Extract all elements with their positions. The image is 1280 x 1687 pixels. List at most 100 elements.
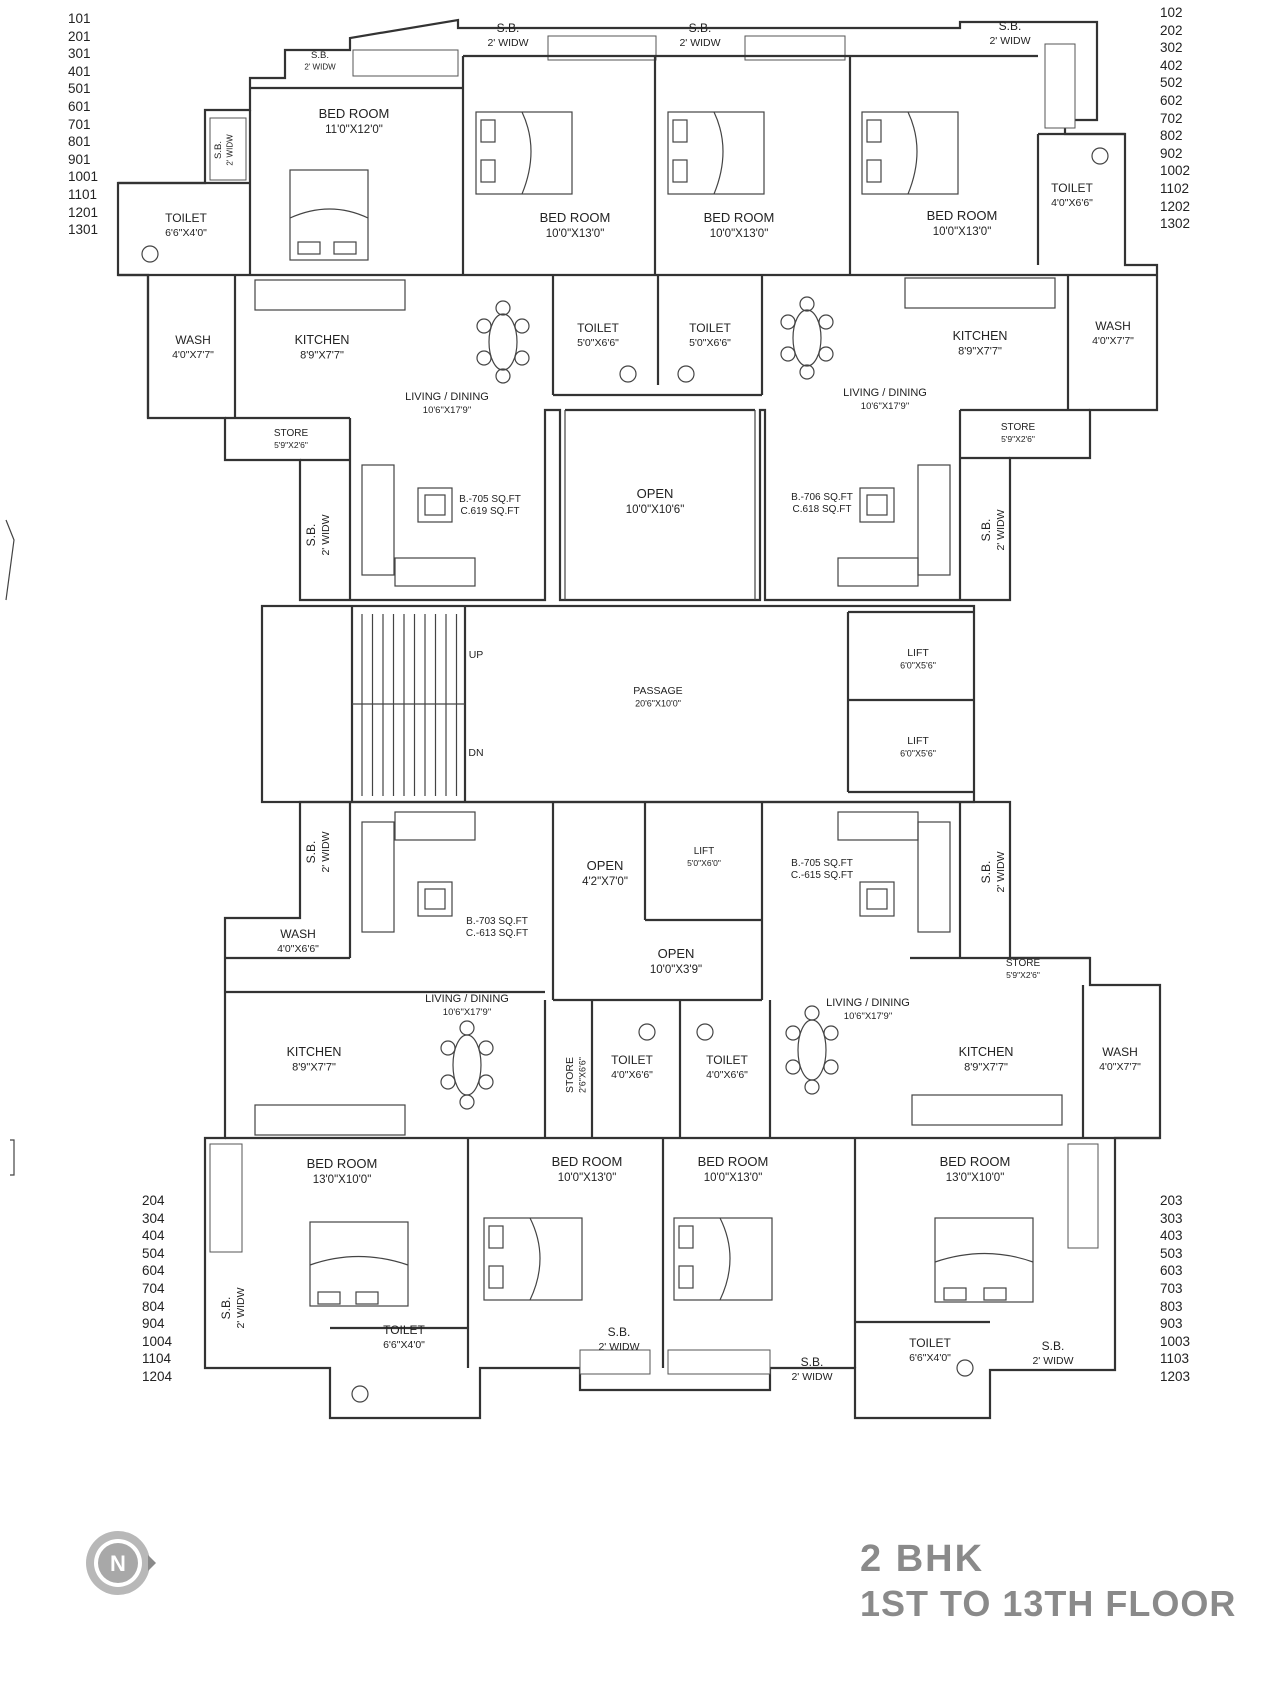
room-label: 4'0"X6'6" [706, 1069, 748, 1081]
wc-icon [638, 1023, 656, 1041]
sofa-icon [837, 464, 951, 587]
bed-icon [289, 169, 369, 261]
bed-icon [475, 111, 573, 195]
unit-number: 1201 [68, 204, 99, 220]
wc-icon [956, 1359, 974, 1377]
room-label: S.B. [979, 861, 993, 884]
area-label: B.-703 SQ.FT [466, 916, 528, 927]
unit-number: 604 [142, 1263, 165, 1279]
room-label: BED ROOM [540, 210, 611, 225]
wc-icon [619, 365, 637, 383]
room-label: 10'6"X17'9" [844, 1011, 892, 1022]
unit-number: 402 [1160, 57, 1183, 73]
unit-number: 203 [1160, 1193, 1183, 1208]
unit-number: 802 [1160, 128, 1183, 144]
unit-number: 1002 [1160, 163, 1191, 179]
room-label: 10'0"X13'0" [558, 1172, 617, 1184]
unit-number: 1003 [1160, 1333, 1191, 1349]
unit-number: 1004 [142, 1333, 173, 1349]
room-label: 2' WIDW [320, 831, 332, 872]
unit-number: 303 [1160, 1210, 1183, 1226]
unit-number: 701 [68, 116, 91, 132]
room-label: KITCHEN [287, 1045, 342, 1059]
unit-number: 703 [1160, 1280, 1183, 1296]
room-label: OPEN [658, 946, 695, 961]
room-label: TOILET [165, 211, 207, 225]
room-label: 6'6"X4'0" [909, 1352, 951, 1364]
room-label: 10'6"X17'9" [423, 405, 471, 416]
room-label: 10'0"X10'6" [626, 504, 685, 516]
room-label: LIVING / DINING [425, 993, 509, 1005]
unit-number: 801 [68, 134, 91, 150]
top-wing-walls [116, 18, 1159, 602]
edge-mark [10, 1139, 15, 1176]
room-label: 2' WIDW [487, 37, 528, 49]
room-label: S.B. [801, 1355, 824, 1369]
bottom-wing-walls [203, 800, 1162, 1420]
room-label: TOILET [611, 1053, 653, 1067]
room-label: LIVING / DINING [405, 391, 489, 403]
unit-number: 904 [142, 1316, 165, 1332]
unit-number: 404 [142, 1228, 165, 1244]
room-label: STORE [1006, 958, 1041, 969]
unit-number: 204 [142, 1193, 165, 1208]
unit-number: 702 [1160, 110, 1183, 126]
room-label: 8'9"X7'7" [964, 1062, 1008, 1074]
room-label: KITCHEN [959, 1045, 1014, 1059]
bed-icon [934, 1217, 1034, 1303]
room-label: 5'9"X2'6" [1001, 434, 1035, 444]
unit-number: 1203 [1160, 1368, 1191, 1384]
room-label: 2' WIDW [791, 1371, 832, 1383]
room-label: 5'9"X2'6" [1006, 970, 1040, 980]
room-label: BED ROOM [927, 208, 998, 223]
unit-number: 704 [142, 1280, 165, 1296]
room-label: 10'6"X17'9" [861, 401, 909, 412]
room-label: 5'0"X6'0" [687, 858, 721, 868]
unit-number: 504 [142, 1245, 165, 1261]
edge-mark [5, 519, 15, 601]
furniture [141, 111, 1109, 1403]
room-label: 2' WIDW [995, 509, 1007, 550]
unit-number: 803 [1160, 1298, 1183, 1314]
stair-label: DN [468, 747, 483, 759]
room-label: OPEN [587, 858, 624, 873]
room-label: 4'0"X6'6" [1051, 197, 1093, 209]
unit-number: 301 [68, 46, 91, 62]
room-label: S.B. [219, 1297, 233, 1320]
room-label: BED ROOM [698, 1154, 769, 1169]
area-label: B.-705 SQ.FT [459, 494, 521, 505]
room-label: WASH [1095, 319, 1131, 333]
unit-number: 501 [68, 81, 91, 97]
room-label: BED ROOM [704, 210, 775, 225]
area-label: C.618 SQ.FT [793, 504, 852, 515]
room-label: 6'6"X4'0" [165, 227, 207, 239]
room-label: WASH [175, 333, 211, 347]
unit-number: 502 [1160, 75, 1183, 91]
unit-number: 101 [68, 11, 91, 26]
title-line1: 2 BHK [860, 1538, 985, 1580]
room-label: LIFT [694, 846, 715, 857]
room-label: TOILET [577, 321, 619, 335]
room-label: 5'0"X6'6" [689, 337, 731, 349]
room-label: 20'6"X10'0" [635, 699, 681, 709]
unit-number: 1104 [142, 1351, 172, 1367]
room-label: STORE [1001, 422, 1036, 433]
room-label: 8'9"X7'7" [300, 350, 344, 362]
area-label: B.-705 SQ.FT [791, 858, 853, 869]
room-label: S.B. [304, 841, 318, 864]
room-label: 4'2"X7'0" [582, 876, 628, 888]
room-label: 2'6"X6'6" [578, 1057, 588, 1093]
room-label: 10'0"X13'0" [933, 226, 992, 238]
room-label: STORE [564, 1057, 576, 1093]
room-label: BED ROOM [319, 106, 390, 121]
kitchen-counter [254, 1104, 406, 1136]
area-label: B.-706 SQ.FT [791, 492, 853, 503]
unit-number: 901 [68, 151, 91, 167]
unit-number: 903 [1160, 1316, 1183, 1332]
room-label: STORE [274, 428, 309, 439]
area-label: C.-613 SQ.FT [466, 928, 528, 939]
room-label: 4'0"X7'7" [1099, 1061, 1141, 1073]
room-label: OPEN [637, 486, 674, 501]
